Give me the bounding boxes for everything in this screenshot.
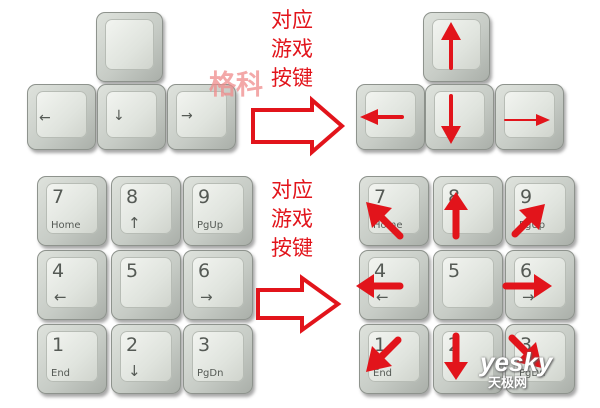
key-secondary-legend: End [51,368,71,379]
label-bottom: 对应 游戏 按键 [271,178,313,260]
keypad-key-8: 8↑ [111,176,181,246]
key-number: 7 [374,186,387,208]
logo: yesky 天极网 [480,348,552,390]
red-arrow-right-6 [502,274,552,298]
key-number: 1 [52,334,65,356]
key-number: 4 [52,260,65,282]
key-number: 6 [198,260,211,282]
mapped-keypad-key-2: 2↓ [433,324,503,394]
mapped-keypad-key-5: 5 [433,250,503,320]
key-number: 5 [448,260,461,282]
key-number: 4 [374,260,387,282]
key-number: 9 [198,186,211,208]
keypad-key-6: 6→ [183,250,253,320]
key-number: 9 [520,186,533,208]
key-down: ↓ [97,84,166,150]
keypad-key-5: 5 [111,250,181,320]
red-arrow-up-left [366,202,404,240]
key-right-mapped [495,84,564,150]
key-secondary-legend: PgDn [519,368,546,379]
key-secondary-legend: PgDn [197,368,224,379]
key-right: → [167,84,236,150]
right-arrow-legend: → [181,108,193,124]
key-number: 2 [126,334,139,356]
key-secondary-legend: End [373,368,393,379]
keypad-key-2: 2↓ [111,324,181,394]
red-arrow-down-right [508,334,542,368]
key-secondary-legend: Home [51,220,81,231]
key-number: 6 [520,260,533,282]
key-secondary-legend: PgUp [519,220,546,231]
logo-sub: 天极网 [488,375,528,390]
key-number: 8 [126,186,139,208]
key-up [96,12,163,82]
keypad-key-4: 4← [37,250,107,320]
red-arrow-down [441,94,461,144]
key-secondary-legend: → [200,288,213,306]
key-secondary-legend: PgUp [197,220,224,231]
key-secondary-legend: ← [376,288,389,306]
red-arrow-up-8 [444,192,468,240]
red-arrow-up-right [511,204,545,238]
key-number: 7 [52,186,65,208]
key-secondary-legend: ↑ [128,214,141,232]
down-arrow-legend: ↓ [113,108,125,124]
key-number: 3 [198,334,211,356]
watermark: 格科 [209,70,263,101]
red-arrow-left [360,109,404,125]
key-up-mapped [423,12,490,82]
key-left: ← [27,84,96,150]
key-secondary-legend: ← [54,288,67,306]
hollow-arrow-bottom [256,274,342,334]
hollow-arrow-top [251,95,346,157]
key-secondary-legend: ↓ [128,362,141,380]
logo-brand: yesky [480,347,553,377]
left-arrow-legend: ← [39,110,51,126]
red-arrow-left-4 [356,274,404,298]
key-secondary-legend: → [522,288,535,306]
key-down-mapped [425,84,494,150]
key-number: 5 [126,260,139,282]
red-arrow-down-left [366,336,402,372]
red-arrow-down-2 [444,332,468,380]
red-arrow-right [504,114,550,126]
label-top: 对应 游戏 按键 [271,8,313,90]
red-arrow-up [441,22,461,70]
